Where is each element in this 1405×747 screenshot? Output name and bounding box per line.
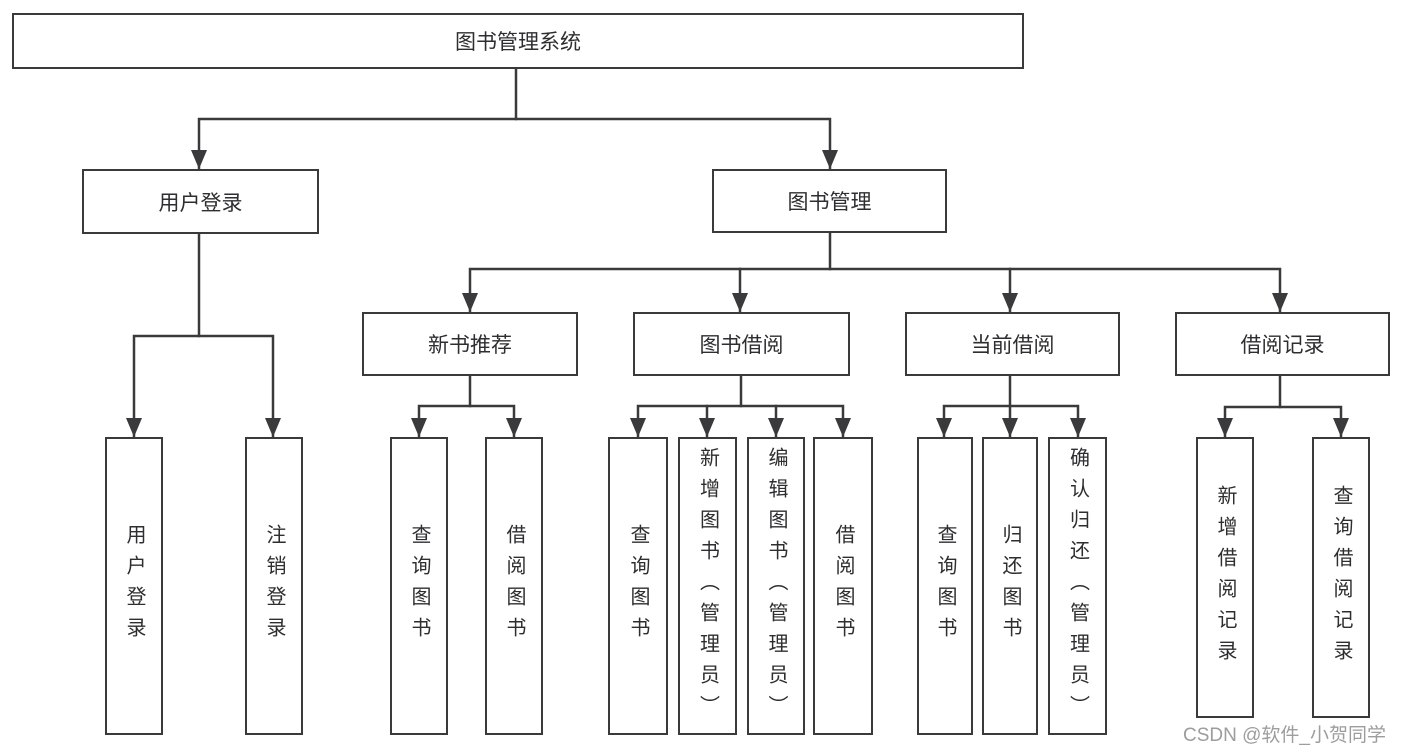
leaf-confirm-return-admin-label: 确认归还（管理员）	[1066, 446, 1089, 726]
leaf-add-books-admin-label: 新增图书（管理员）	[696, 446, 719, 726]
leaf-query-borrow-record: 查询借阅记录	[1312, 437, 1370, 718]
leaf-borrow-books: 借阅图书	[813, 437, 873, 735]
leaf-edit-books-admin: 编辑图书（管理员）	[747, 437, 805, 735]
leaf-return-books: 归还图书	[982, 437, 1038, 735]
arrowheads	[126, 150, 1349, 437]
leaf-query-books-recommend-label: 查询图书	[408, 524, 430, 648]
node-new-book-recommend-label: 新书推荐	[428, 334, 512, 357]
node-current-borrowing: 当前借阅	[905, 312, 1120, 376]
node-book-borrowing-label: 图书借阅	[699, 334, 784, 357]
leaf-add-books-admin: 新增图书（管理员）	[678, 437, 737, 735]
node-new-book-recommend: 新书推荐	[362, 312, 578, 376]
csdn-watermark: CSDN @软件_小贺同学	[1183, 725, 1386, 746]
leaf-borrow-books-recommend-label: 借阅图书	[503, 524, 525, 648]
leaf-query-books-borrowing-label: 查询图书	[627, 524, 649, 648]
leaf-confirm-return-admin: 确认归还（管理员）	[1048, 437, 1107, 735]
leaf-borrow-books-label: 借阅图书	[832, 524, 854, 648]
leaf-logout: 注销登录	[245, 437, 303, 735]
node-book-management: 图书管理	[712, 169, 947, 233]
leaf-add-borrow-record-label: 新增借阅记录	[1214, 484, 1236, 671]
leaf-add-borrow-record: 新增借阅记录	[1196, 437, 1254, 718]
leaf-query-books-current-label: 查询图书	[934, 524, 956, 648]
node-book-management-label: 图书管理	[787, 191, 872, 214]
leaf-borrow-books-recommend: 借阅图书	[485, 437, 543, 735]
leaf-query-books-current: 查询图书	[917, 437, 973, 735]
node-user-login-label: 用户登录	[158, 191, 243, 215]
connector-segments	[132, 67, 1343, 439]
node-borrowing-records: 借阅记录	[1175, 312, 1390, 376]
root-node-library-system: 图书管理系统	[12, 13, 1024, 69]
leaf-query-borrow-record-label: 查询借阅记录	[1330, 484, 1352, 671]
node-user-login: 用户登录	[82, 169, 319, 234]
leaf-query-books-recommend: 查询图书	[390, 437, 448, 735]
leaf-user-login-label: 用户登录	[123, 524, 145, 648]
node-borrowing-records-label: 借阅记录	[1240, 334, 1325, 357]
leaf-user-login: 用户登录	[105, 437, 163, 735]
leaf-query-books-borrowing: 查询图书	[608, 437, 668, 735]
node-book-borrowing: 图书借阅	[633, 312, 850, 376]
leaf-return-books-label: 归还图书	[999, 524, 1021, 648]
leaf-edit-books-admin-label: 编辑图书（管理员）	[765, 446, 787, 726]
leaf-logout-label: 注销登录	[263, 524, 285, 648]
node-current-borrowing-label: 当前借阅	[970, 334, 1055, 357]
root-node-label: 图书管理系统	[455, 31, 581, 54]
